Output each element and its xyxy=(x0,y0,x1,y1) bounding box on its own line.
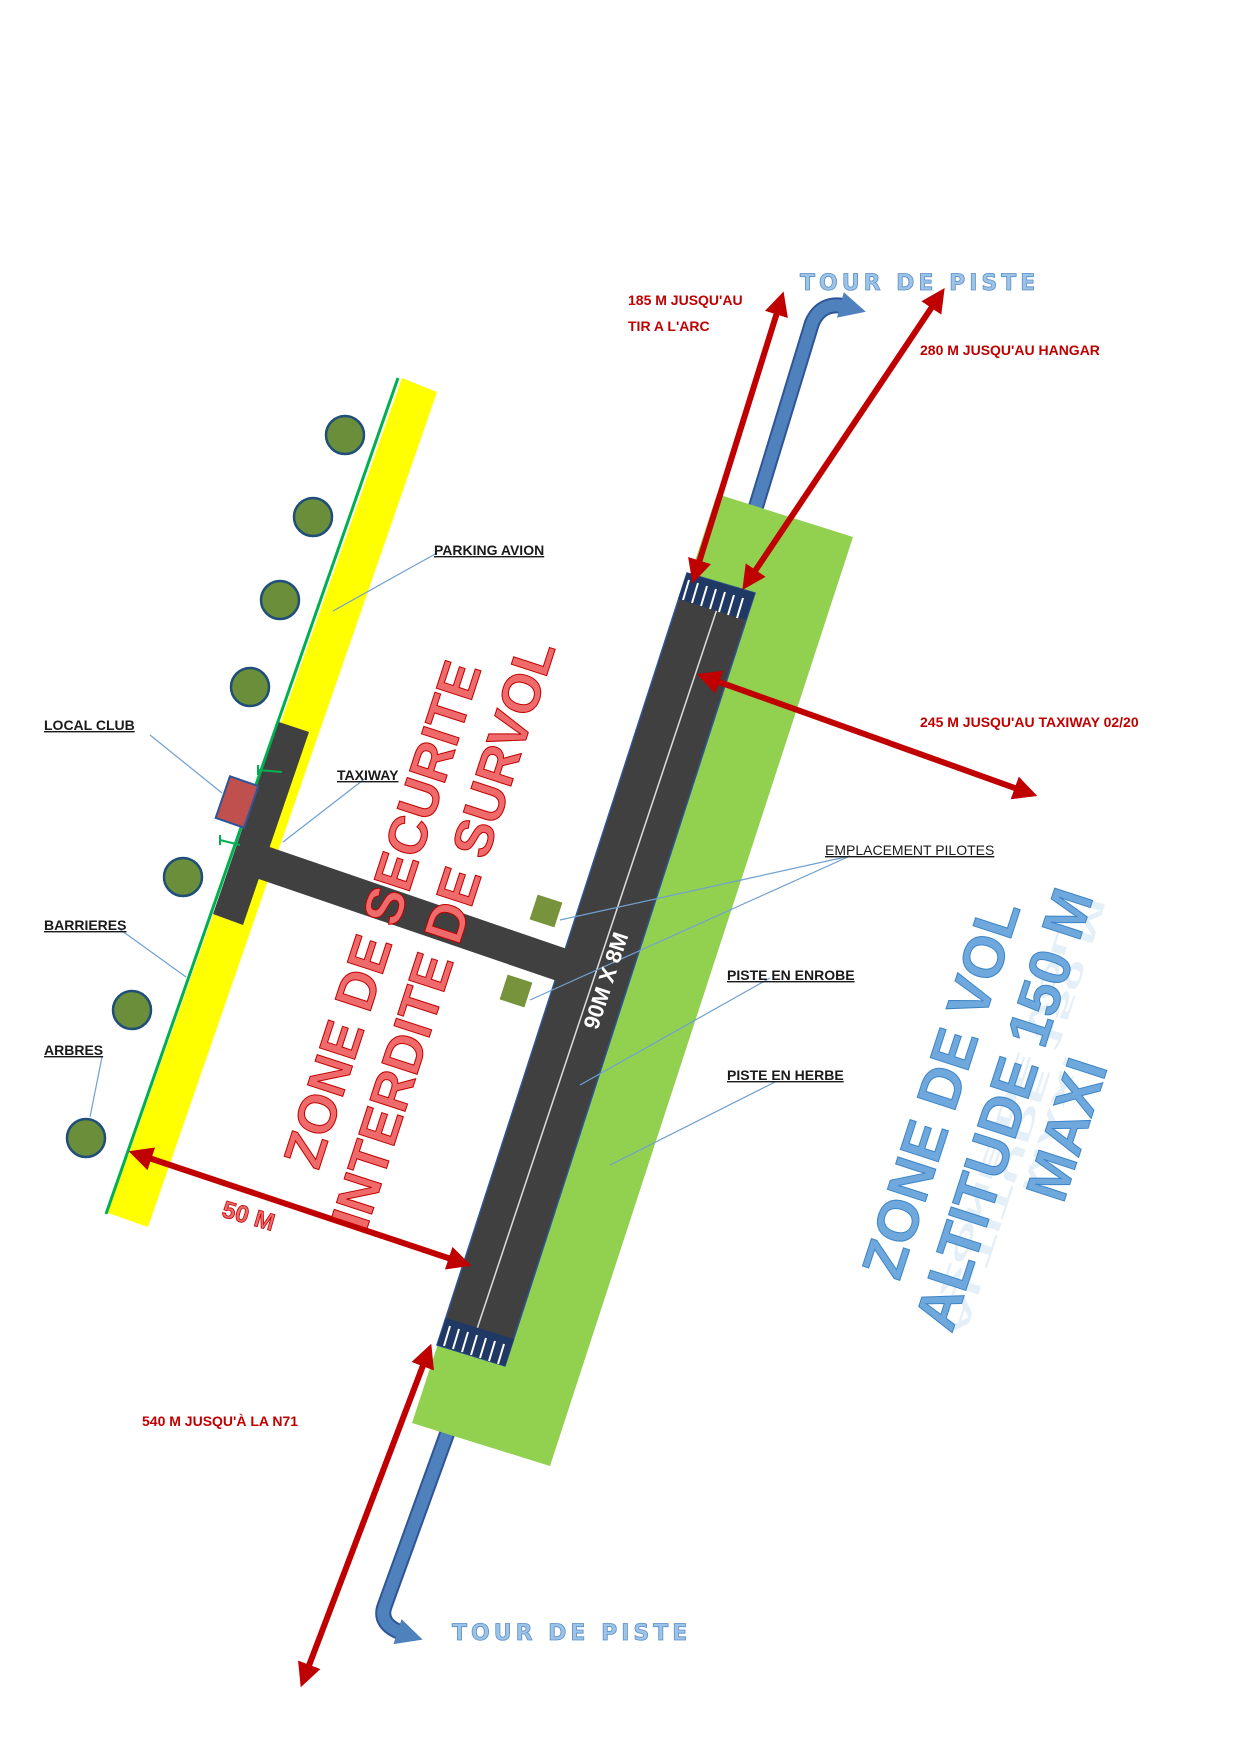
tree xyxy=(259,579,301,621)
tree xyxy=(292,496,334,538)
label-barrieres: BARRIERES xyxy=(44,917,126,933)
leader-lines xyxy=(89,552,851,1166)
tree xyxy=(111,989,153,1031)
circuit-label-top: TOUR DE PISTE xyxy=(800,271,1039,296)
label-arbres: ARBRES xyxy=(44,1042,103,1058)
local-club-building xyxy=(214,775,260,829)
pilot-position-1 xyxy=(529,894,563,928)
distance-arrows xyxy=(128,288,1038,1688)
label-emplacement-pilotes: EMPLACEMENT PILOTES xyxy=(825,842,994,858)
threshold-top xyxy=(678,573,755,620)
label-taxiway: TAXIWAY xyxy=(337,767,399,783)
arrow-taxiway-0220 xyxy=(696,670,1038,800)
label-piste-en-enrobe: PISTE EN ENROBE xyxy=(727,967,855,983)
label-local-club: LOCAL CLUB xyxy=(44,717,135,733)
tree xyxy=(324,414,366,456)
arrow-hangar xyxy=(742,288,945,590)
label-tir-a-larc-2: TIR A L'ARC xyxy=(628,318,710,334)
threshold-bottom xyxy=(437,1318,514,1366)
circuit-label-bottom: TOUR DE PISTE xyxy=(452,1621,691,1646)
trees xyxy=(65,414,366,1159)
circuit-bottom-path xyxy=(375,1412,460,1645)
runway-centerline xyxy=(469,599,721,1351)
label-tir-a-larc-1: 185 M JUSQU'AU xyxy=(628,292,743,308)
arrow-n71 xyxy=(298,1343,434,1688)
label-50m: 50 M xyxy=(219,1196,278,1237)
taxiway-apron xyxy=(213,722,309,925)
label-piste-en-herbe: PISTE EN HERBE xyxy=(727,1067,844,1083)
label-taxiway-0220: 245 M JUSQU'AU TAXIWAY 02/20 xyxy=(920,714,1139,730)
taxiway-connector xyxy=(250,843,570,982)
label-hangar: 280 M JUSQU'AU HANGAR xyxy=(920,342,1100,358)
tree xyxy=(229,666,271,708)
arrow-50m xyxy=(128,1147,472,1270)
label-parking-avion: PARKING AVION xyxy=(434,542,544,558)
club-barriers xyxy=(219,765,283,846)
pilot-position-2 xyxy=(499,974,533,1008)
flight-zone-label: ZONE DE VOL ALTITUDE 150 M MAXI xyxy=(849,880,1121,1338)
label-n71: 540 M JUSQU'À LA N71 xyxy=(142,1413,298,1429)
tree xyxy=(162,856,204,898)
tree xyxy=(65,1117,107,1159)
